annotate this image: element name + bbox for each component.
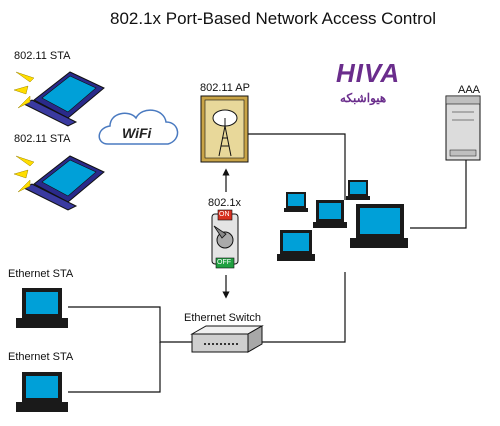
label-sta-top: 802.11 STA [14, 50, 71, 62]
label-switch-on: ON [219, 211, 230, 218]
ethernet-switch-icon [190, 325, 264, 353]
label-ap: 802.11 AP [200, 82, 250, 94]
link-eth-sta-bottom-to-switch [68, 342, 161, 393]
label-wifi: WiFi [122, 125, 152, 141]
auth-toggle-switch-icon [211, 209, 239, 269]
connection-lines [68, 133, 467, 393]
wireless-laptop-top-icon [13, 71, 105, 127]
diagram-title: 802.1x Port-Based Network Access Control [110, 9, 436, 28]
link-eth-sta-top-to-switch [68, 306, 192, 343]
aaa-server-icon [445, 95, 481, 161]
desktop-computer-left-icon [277, 230, 315, 261]
brand-subtitle: هیواشبکه [340, 91, 387, 105]
label-aaa: AAA [458, 84, 481, 96]
ethernet-desktop-bottom-icon [16, 372, 68, 412]
link-ap-to-hub [248, 133, 346, 200]
label-auth: 802.1x [208, 197, 242, 209]
label-switch-off: OFF [217, 259, 231, 266]
label-sta-mid: 802.11 STA [14, 133, 71, 145]
link-aaa-to-hub [410, 160, 467, 229]
brand-logo-text: HIVA [336, 58, 401, 88]
desktop-computer-medium-icon [313, 200, 347, 228]
label-eth-switch: Ethernet Switch [184, 312, 262, 324]
access-point-icon [200, 95, 249, 163]
ethernet-desktop-top-icon [16, 288, 68, 328]
label-eth-sta-top: Ethernet STA [8, 268, 74, 280]
desktop-computer-small-2-icon [346, 180, 370, 200]
wireless-laptop-mid-icon [13, 155, 105, 211]
wifi-cloud-icon [98, 109, 179, 145]
desktop-computer-small-1-icon [284, 192, 308, 212]
link-hub-to-switch [262, 272, 346, 343]
label-eth-sta-bottom: Ethernet STA [8, 351, 74, 363]
desktop-computer-large-icon [350, 204, 408, 248]
